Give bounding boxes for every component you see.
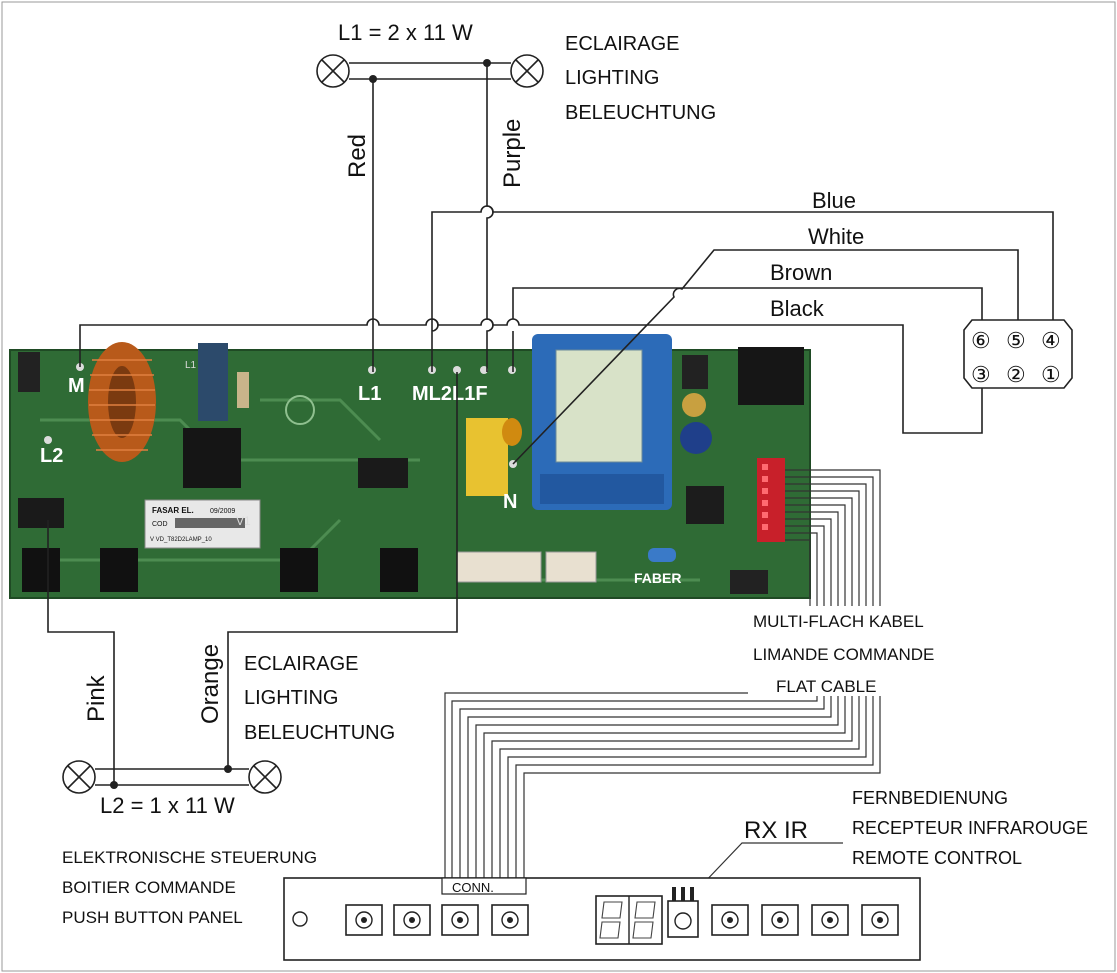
pin-3: ③ xyxy=(971,362,991,387)
panel-button[interactable] xyxy=(711,904,749,936)
black-wire xyxy=(79,318,983,434)
purple-wire-label: Purple xyxy=(499,119,526,188)
white-wire-label: White xyxy=(808,224,864,249)
remote-label-fr: RECEPTEUR INFRAROUGE xyxy=(852,818,1088,838)
panel-button[interactable] xyxy=(861,904,899,936)
purple-wire xyxy=(486,63,494,372)
panel-button[interactable] xyxy=(345,904,383,936)
chip xyxy=(22,548,60,592)
panel-button[interactable] xyxy=(811,904,849,936)
red-wire-label: Red xyxy=(344,134,371,178)
panel-button[interactable] xyxy=(393,904,431,936)
sticker-line2: 09/2009 xyxy=(210,508,235,515)
microcontroller xyxy=(686,486,724,524)
panel-button[interactable] xyxy=(761,904,799,936)
pin-6: ⑥ xyxy=(971,328,991,353)
resistor xyxy=(237,372,249,408)
blue-wire-label: Blue xyxy=(812,188,856,213)
yellow-capacitor xyxy=(466,418,508,496)
sticker-line3: COD xyxy=(152,521,168,528)
ir-receiver-icon xyxy=(667,887,699,938)
lamp-bottom-spec: L2 = 1 x 11 W xyxy=(100,793,235,818)
lamp-top-title-fr: ECLAIRAGE xyxy=(565,33,679,55)
part-l1-label: L1 xyxy=(185,360,197,371)
pink-wire xyxy=(47,520,115,785)
flat-cable-label-en: FLAT CABLE xyxy=(776,677,876,696)
white-connector xyxy=(545,551,597,583)
panel-label-en: PUSH BUTTON PANEL xyxy=(62,908,243,927)
lamp-icon xyxy=(248,760,282,794)
panel-label-fr: BOITIER COMMANDE xyxy=(62,878,236,897)
brown-wire xyxy=(512,287,983,372)
lamp-top-title-de: BELEUCHTUNG xyxy=(565,102,716,124)
lamp-pair-top xyxy=(316,54,544,88)
seven-segment-display xyxy=(595,895,663,945)
remote-label-en: REMOTE CONTROL xyxy=(852,848,1022,868)
chip xyxy=(380,548,418,592)
panel-hole xyxy=(292,911,308,927)
chip xyxy=(100,548,138,592)
pink-wire-label: Pink xyxy=(83,674,110,722)
lamp-top-spec: L1 = 2 x 11 W xyxy=(338,20,473,45)
pin-5: ⑤ xyxy=(1006,328,1026,353)
pin-4: ④ xyxy=(1041,328,1061,353)
pin-header xyxy=(730,570,768,594)
brand-label: FABER xyxy=(634,570,681,586)
orange-wire-label: Orange xyxy=(197,644,224,724)
orange-wire xyxy=(227,372,458,769)
terminal-m-label: M xyxy=(68,375,85,397)
conn-label: CONN. xyxy=(452,880,494,895)
remote-label-de: FERNBEDIENUNG xyxy=(852,788,1008,808)
lamp-icon xyxy=(316,54,350,88)
panel-label-de: ELEKTRONISCHE STEUERUNG xyxy=(62,848,317,867)
white-connector xyxy=(456,551,542,583)
electrolytic-capacitor xyxy=(680,422,712,454)
terminal-l2-label: L2 xyxy=(40,445,63,467)
brown-wire-label: Brown xyxy=(770,260,832,285)
lamp-top-title-en: LIGHTING xyxy=(565,67,659,89)
black-wire-label: Black xyxy=(770,296,825,321)
connector-block xyxy=(18,352,40,392)
filter-capacitor xyxy=(198,343,228,421)
chip xyxy=(280,548,318,592)
sticker-line4: V VD_T82D2LAMP_10 xyxy=(150,537,212,543)
push-button-panel: CONN. xyxy=(283,877,921,961)
part-v1-label: V1 xyxy=(236,514,251,528)
lamp-pair-bottom xyxy=(62,760,282,794)
lamp-bottom-title-de: BELEUCHTUNG xyxy=(244,722,395,744)
terminal-ml2l1f-label: ML2L1F xyxy=(412,383,488,405)
triac xyxy=(183,428,241,488)
conn-box xyxy=(441,877,527,895)
rx-ir-label: RX IR xyxy=(744,817,808,844)
sticker-line1: FASAR EL. xyxy=(152,506,194,515)
flat-connector xyxy=(757,458,785,542)
pin-1: ① xyxy=(1041,362,1061,387)
relay xyxy=(18,498,64,528)
panel-button[interactable] xyxy=(491,904,529,936)
flat-cable-label-de: MULTI-FLACH KABEL xyxy=(753,612,924,631)
white-wire xyxy=(512,249,1019,465)
rx-ir-leader xyxy=(699,842,843,888)
terminal-n-label: N xyxy=(503,491,517,513)
six-pin-connector: ⑥ ⑤ ④ ③ ② ① xyxy=(963,319,1073,389)
pcb-board: FASAR EL. 09/2009 COD V VD_T82D2LAMP_10 … xyxy=(9,334,811,599)
flat-cable-label-fr: LIMANDE COMMANDE xyxy=(753,645,934,664)
panel-button[interactable] xyxy=(441,904,479,936)
lamp-bottom-title-fr: ECLAIRAGE xyxy=(244,653,358,675)
pin-2: ② xyxy=(1006,362,1026,387)
lamp-icon xyxy=(62,760,96,794)
relay-block xyxy=(738,347,804,405)
terminal-l1-label: L1 xyxy=(358,383,381,405)
lamp-icon xyxy=(510,54,544,88)
lamp-bottom-title-en: LIGHTING xyxy=(244,687,338,709)
